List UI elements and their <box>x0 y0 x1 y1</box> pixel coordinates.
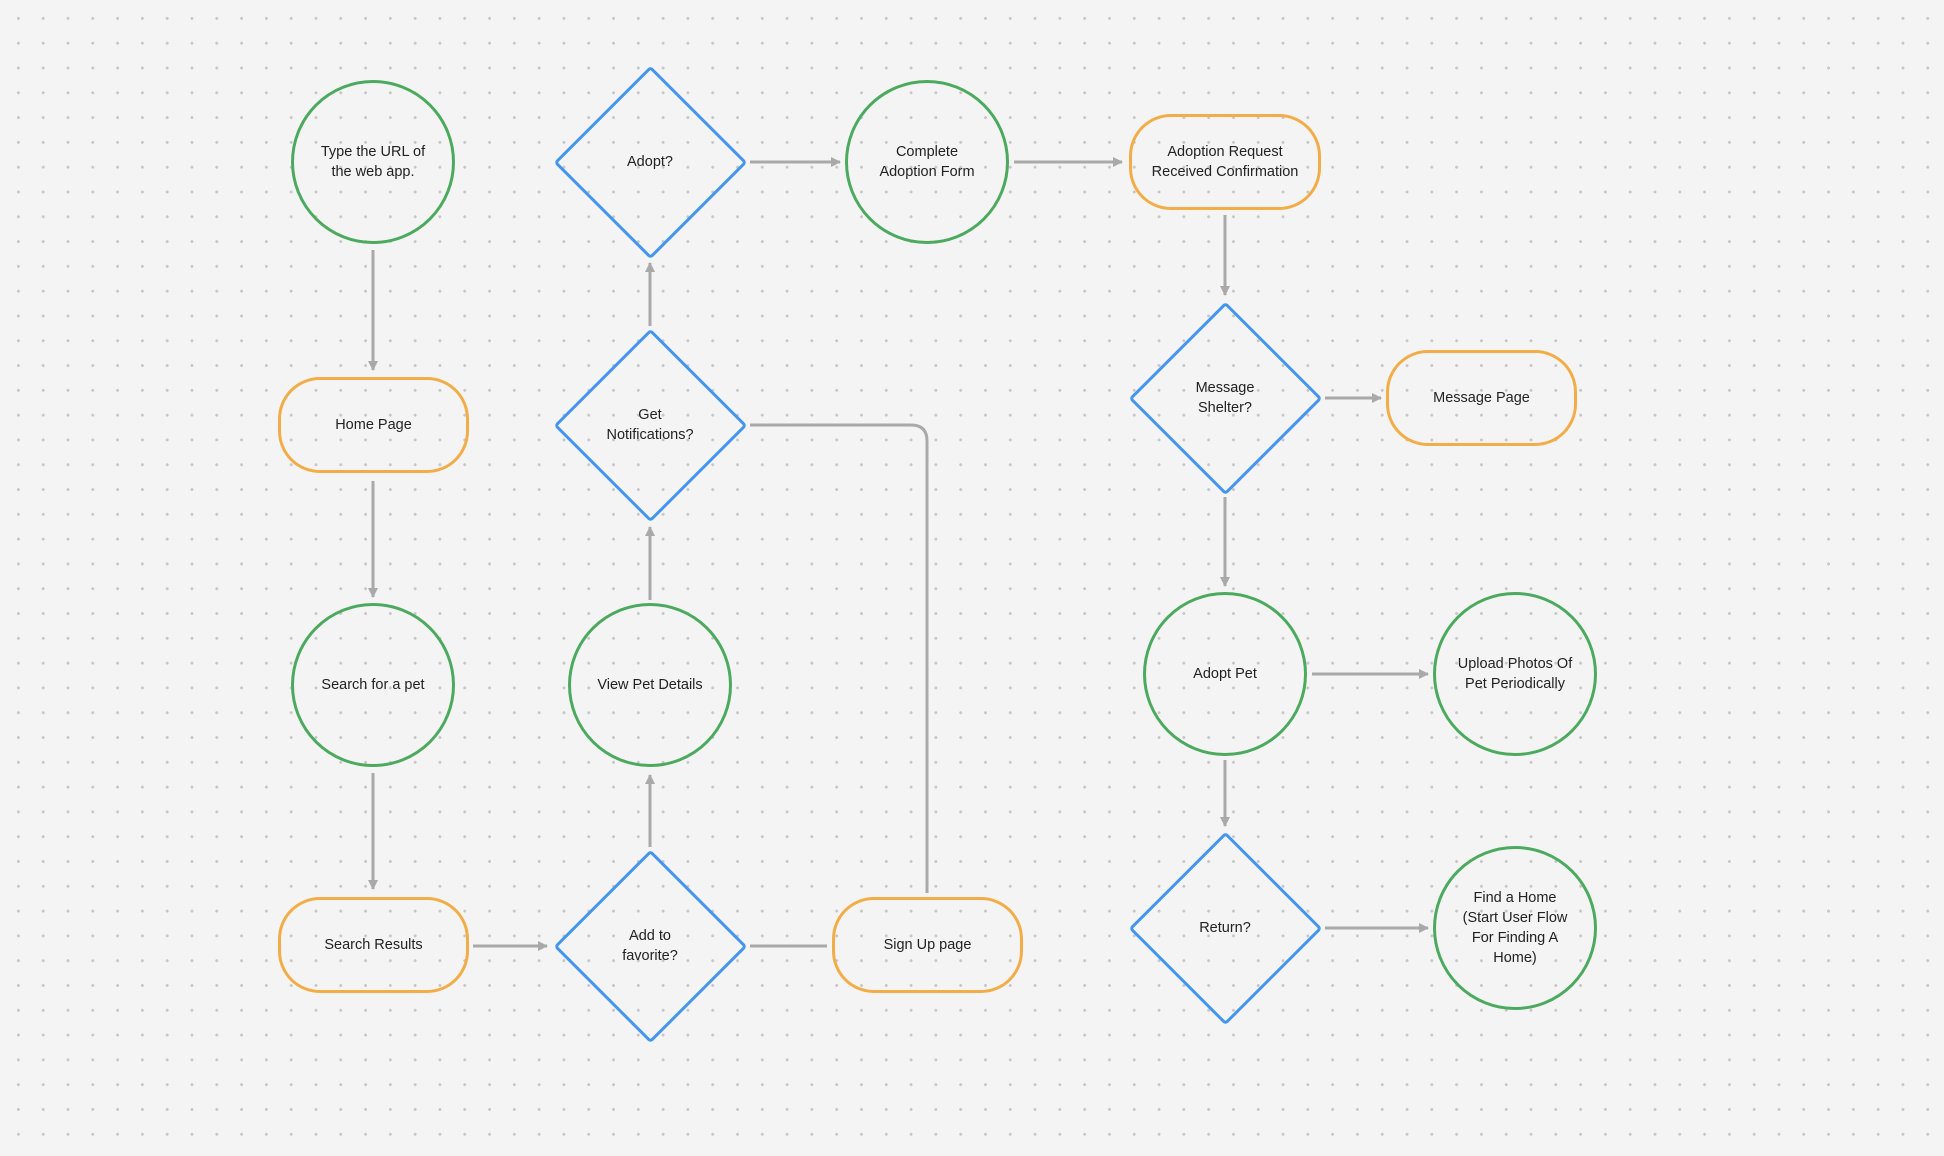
node-label: Sign Up page <box>883 937 972 953</box>
node-label: Message Shelter? <box>1195 380 1255 416</box>
adopt-decision[interactable]: Adopt? <box>550 62 750 262</box>
message-page-node[interactable]: Message Page <box>1386 350 1577 446</box>
node-label: Search Results <box>324 937 423 953</box>
node-label: Add to favorite? <box>622 928 678 964</box>
node-label: Complete Adoption Form <box>879 144 975 180</box>
sign-up-page-node[interactable]: Sign Up page <box>832 897 1023 993</box>
node-label: Adoption Request Received Confirmation <box>1151 144 1299 180</box>
return-decision[interactable]: Return? <box>1125 828 1325 1028</box>
start-type-url-node[interactable]: Type the URL of the web app. <box>291 80 455 244</box>
search-results-node[interactable]: Search Results <box>278 897 469 993</box>
add-favorite-decision[interactable]: Add to favorite? <box>550 846 750 1046</box>
home-page-node[interactable]: Home Page <box>278 377 469 473</box>
upload-photos-node[interactable]: Upload Photos Of Pet Periodically <box>1433 592 1597 756</box>
complete-adoption-form-node[interactable]: Complete Adoption Form <box>845 80 1009 244</box>
node-label: Return? <box>1199 920 1251 936</box>
search-pet-node[interactable]: Search for a pet <box>291 603 455 767</box>
adopt-pet-node[interactable]: Adopt Pet <box>1143 592 1307 756</box>
get-notifications-decision[interactable]: Get Notifications? <box>550 325 750 525</box>
node-label: Find a Home (Start User Flow For Finding… <box>1462 890 1568 966</box>
find-home-node[interactable]: Find a Home (Start User Flow For Finding… <box>1433 846 1597 1010</box>
node-label: Type the URL of the web app. <box>320 144 426 180</box>
adoption-request-confirmation-node[interactable]: Adoption Request Received Confirmation <box>1129 114 1321 210</box>
node-label: Adopt? <box>627 154 673 170</box>
node-label: View Pet Details <box>597 677 703 693</box>
message-shelter-decision[interactable]: Message Shelter? <box>1125 298 1325 498</box>
node-label: Adopt Pet <box>1193 666 1257 682</box>
node-label: Home Page <box>335 417 412 433</box>
line-signup-to-notifications <box>750 423 929 893</box>
view-pet-details-node[interactable]: View Pet Details <box>568 603 732 767</box>
node-label: Get Notifications? <box>606 407 694 443</box>
node-label: Upload Photos Of Pet Periodically <box>1457 656 1573 692</box>
node-label: Message Page <box>1433 390 1530 406</box>
node-label: Search for a pet <box>321 677 425 693</box>
